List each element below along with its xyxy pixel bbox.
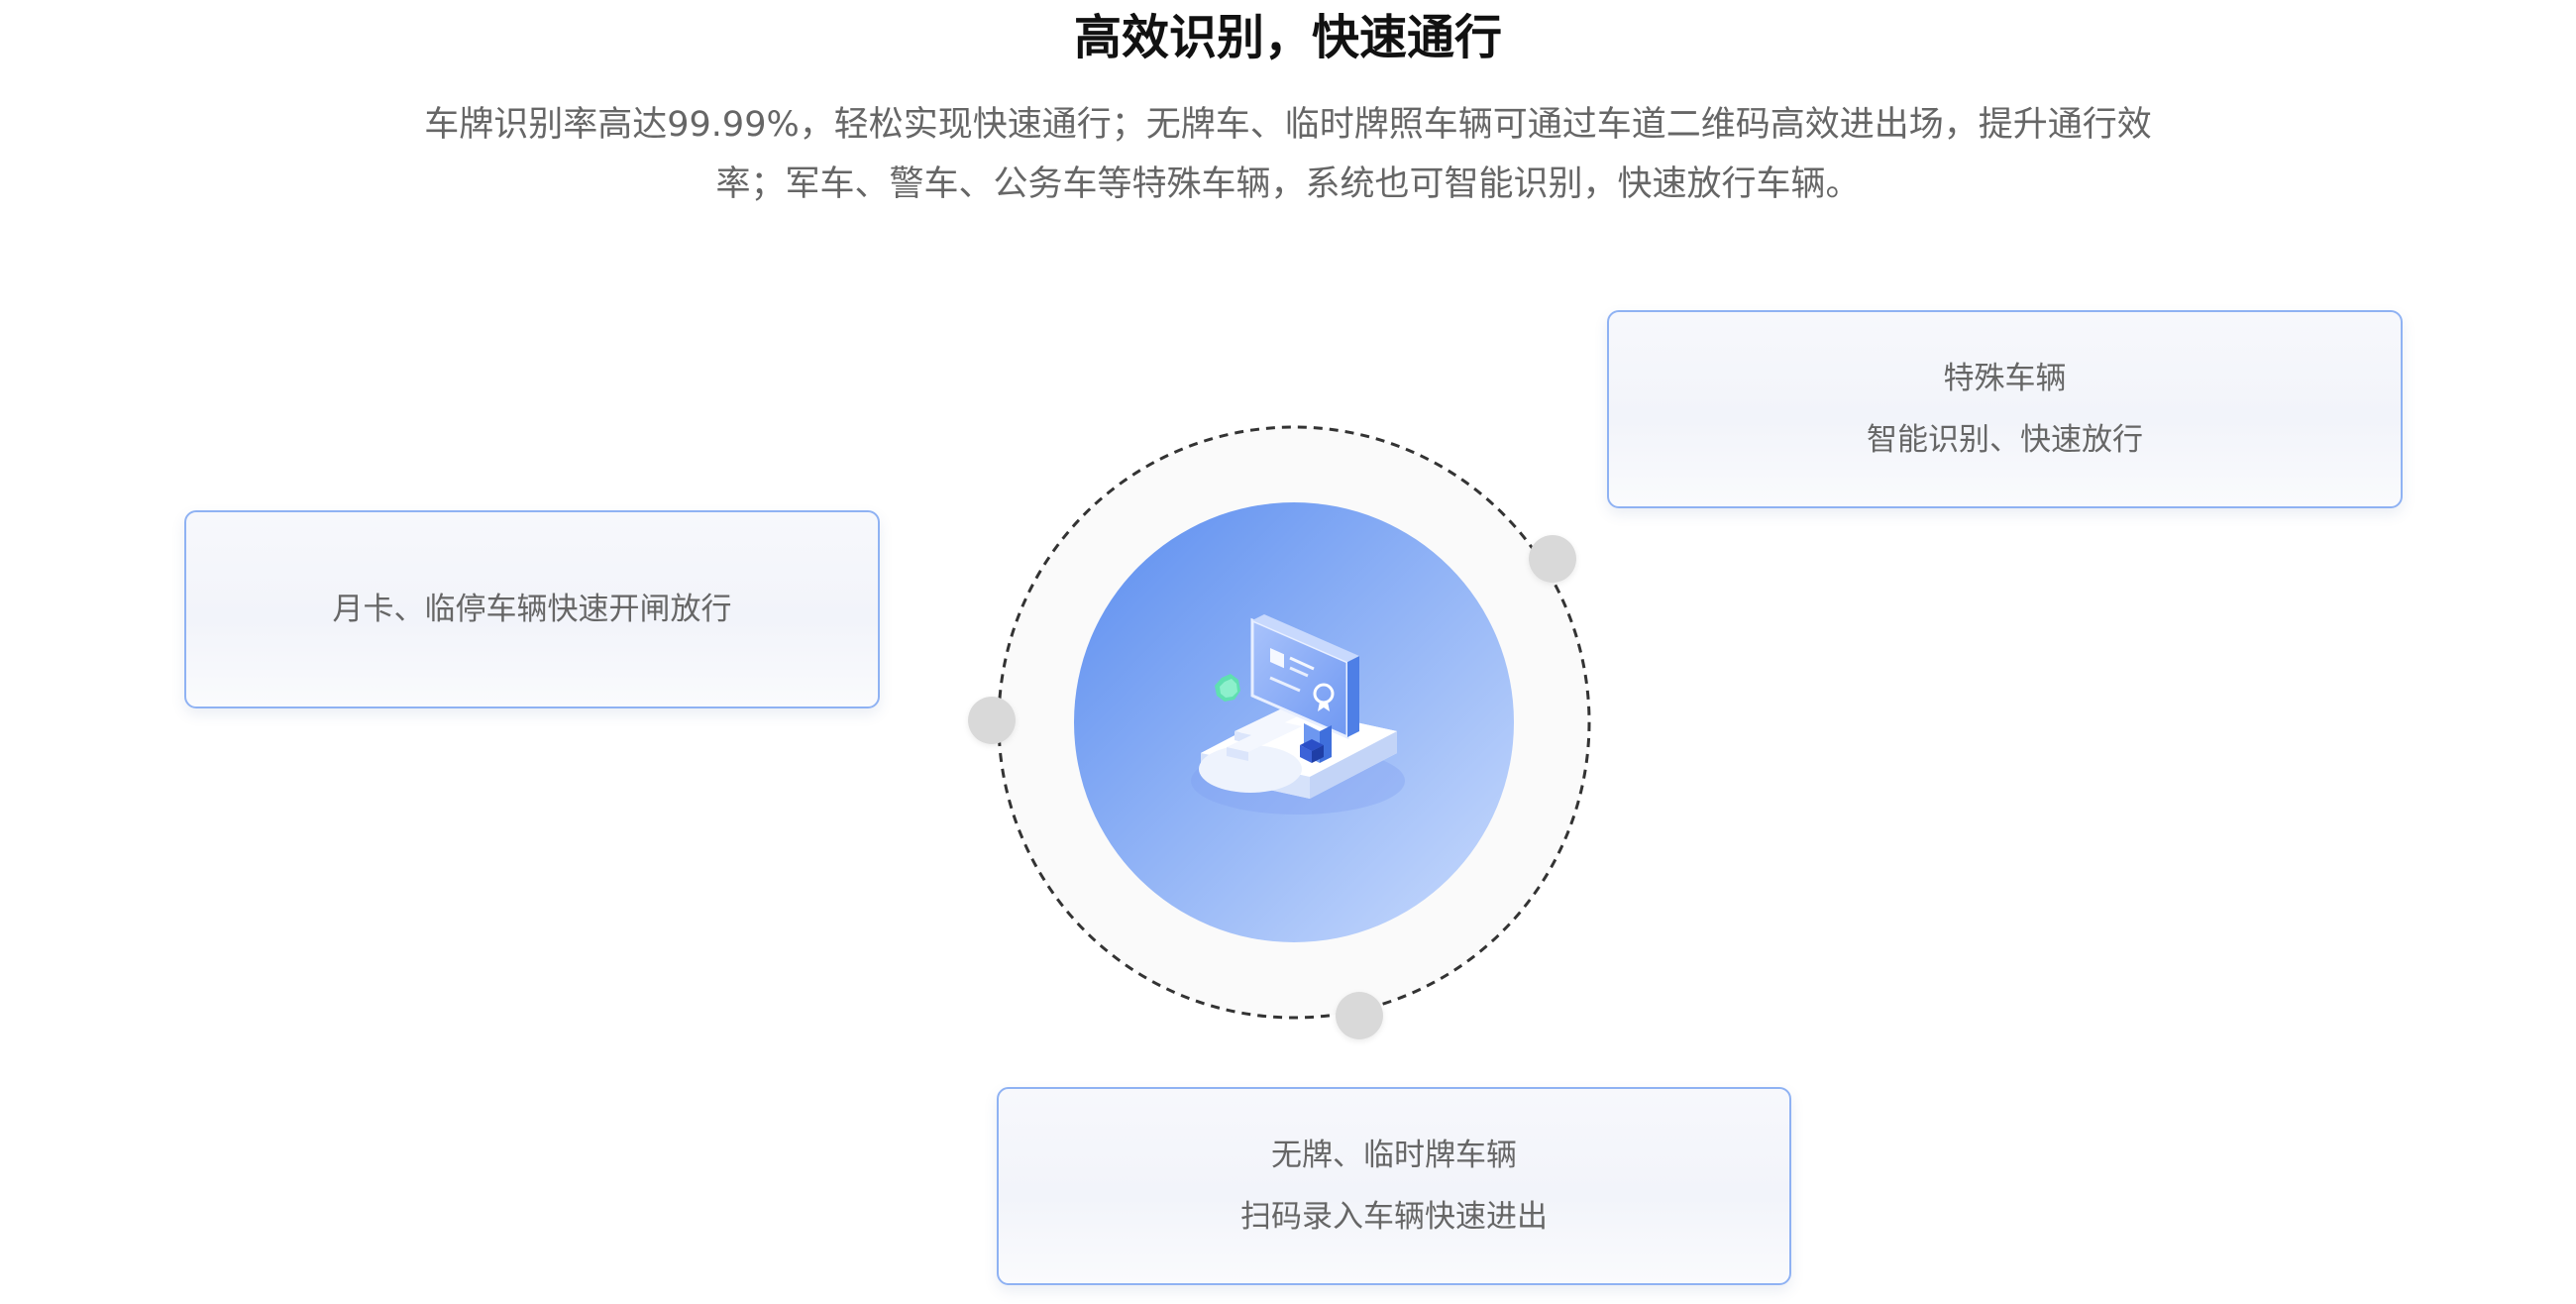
no-plate-vehicle-subtitle: 扫码录入车辆快速进出 [1240,1199,1548,1235]
orbit-node-noplate [1336,992,1383,1039]
monthly-temporary-text: 月卡、临停车辆快速开闸放行 [332,592,732,627]
monthly-temporary-card: 月卡、临停车辆快速开闸放行 [184,510,880,708]
special-vehicle-subtitle: 智能识别、快速放行 [1867,422,2143,458]
parking-gate-terminal-icon [1191,614,1405,815]
orbit-node-monthly [968,697,1016,744]
page-title: 高效识别，快速通行 [1073,10,1502,65]
page-description: 车牌识别率高达99.99%，轻松实现快速通行；无牌车、临时牌照车辆可通过车道二维… [424,105,2152,204]
no-plate-vehicle-card: 无牌、临时牌车辆 扫码录入车辆快速进出 [997,1087,1791,1285]
no-plate-vehicle-title: 无牌、临时牌车辆 [1271,1138,1517,1173]
orbit-node-special [1529,535,1576,583]
special-vehicle-card: 特殊车辆 智能识别、快速放行 [1607,310,2403,508]
special-vehicle-title: 特殊车辆 [1943,361,2067,396]
